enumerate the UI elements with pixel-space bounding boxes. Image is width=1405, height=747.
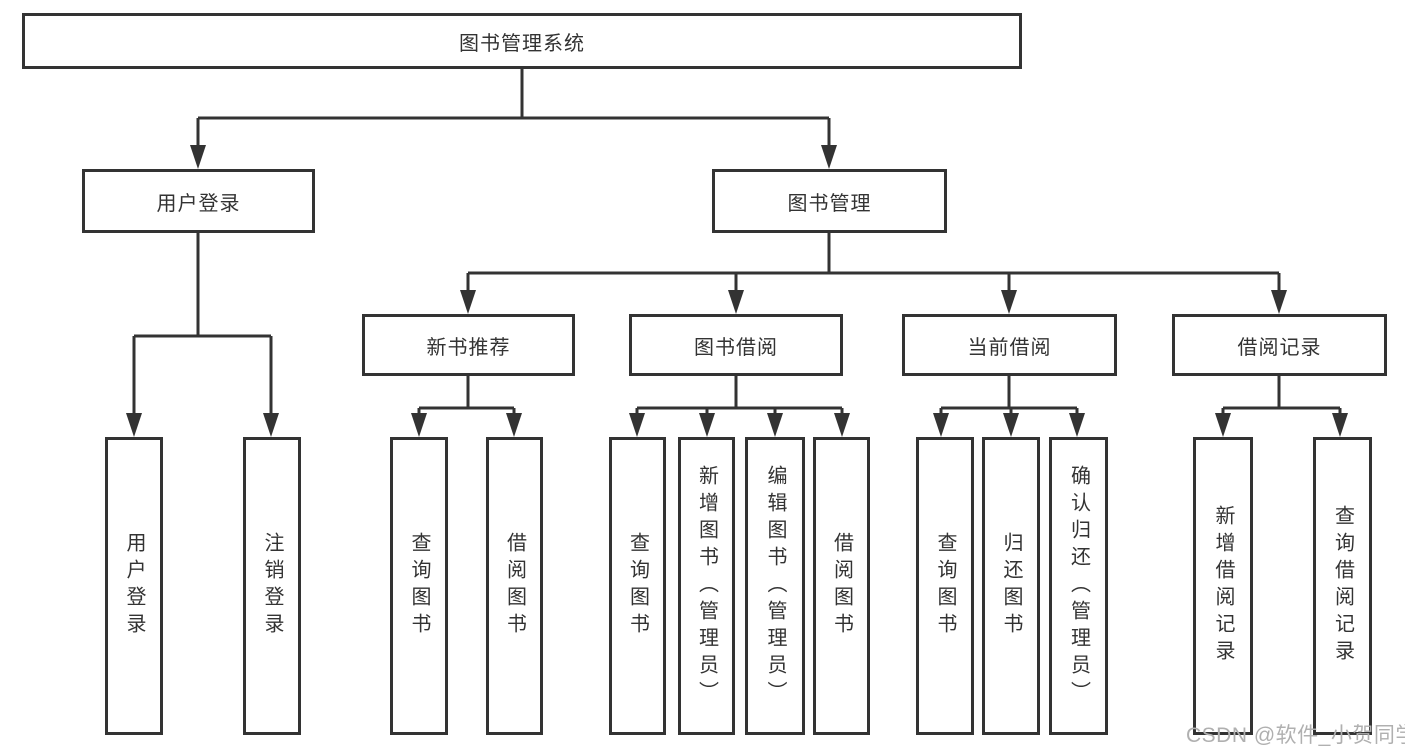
leaf-label: 用户登录 [123, 532, 145, 640]
leaf-label: 新增借阅记录 [1212, 505, 1234, 667]
leaf-recommend-query-books: 查询图书 [390, 437, 448, 735]
node-borrowing-records: 借阅记录 [1172, 314, 1387, 376]
leaf-borrow-add-books-admin: 新增图书（管理员） [678, 437, 735, 735]
leaf-label: 确认归还（管理员） [1067, 464, 1090, 708]
node-new-book-recommendation: 新书推荐 [362, 314, 575, 376]
leaf-current-query-books: 查询图书 [916, 437, 974, 735]
leaf-label: 查询借阅记录 [1331, 505, 1354, 667]
leaf-records-query-record: 查询借阅记录 [1313, 437, 1372, 735]
leaf-logout-login: 注销登录 [243, 437, 301, 735]
leaf-label: 注销登录 [261, 532, 283, 640]
leaf-label: 新增图书（管理员） [695, 464, 718, 708]
leaf-label: 查询图书 [934, 532, 956, 640]
node-current-borrowing: 当前借阅 [902, 314, 1117, 376]
leaf-records-add-record: 新增借阅记录 [1193, 437, 1253, 735]
node-label: 当前借阅 [967, 336, 1052, 359]
node-label: 借阅记录 [1237, 336, 1322, 359]
node-user-login: 用户登录 [82, 169, 315, 233]
csdn-watermark: CSDN @软件_小贺同学 [1186, 724, 1405, 747]
node-book-borrowing: 图书借阅 [629, 314, 843, 376]
leaf-current-return-books: 归还图书 [982, 437, 1040, 735]
node-label: 图书借阅 [694, 336, 778, 359]
node-label: 新书推荐 [426, 336, 511, 359]
arrowheads [126, 145, 1348, 437]
leaf-label: 借阅图书 [830, 532, 853, 640]
leaf-label: 查询图书 [408, 532, 430, 640]
leaf-label: 借阅图书 [503, 532, 526, 640]
leaf-user-login: 用户登录 [105, 437, 163, 735]
leaf-borrow-borrow-books: 借阅图书 [813, 437, 870, 735]
node-label: 用户登录 [156, 192, 241, 215]
leaf-borrow-edit-books-admin: 编辑图书（管理员） [745, 437, 805, 735]
leaf-label: 归还图书 [1000, 532, 1022, 640]
leaf-borrow-query-books: 查询图书 [609, 437, 666, 735]
node-library-management-system: 图书管理系统 [22, 13, 1022, 69]
node-label: 图书管理系统 [459, 32, 585, 55]
leaf-label: 查询图书 [626, 532, 649, 640]
node-label: 图书管理 [787, 192, 872, 215]
leaf-recommend-borrow-books: 借阅图书 [486, 437, 543, 735]
leaf-label: 编辑图书（管理员） [764, 464, 786, 708]
node-book-management: 图书管理 [712, 169, 947, 233]
leaf-current-confirm-return-admin: 确认归还（管理员） [1049, 437, 1108, 735]
